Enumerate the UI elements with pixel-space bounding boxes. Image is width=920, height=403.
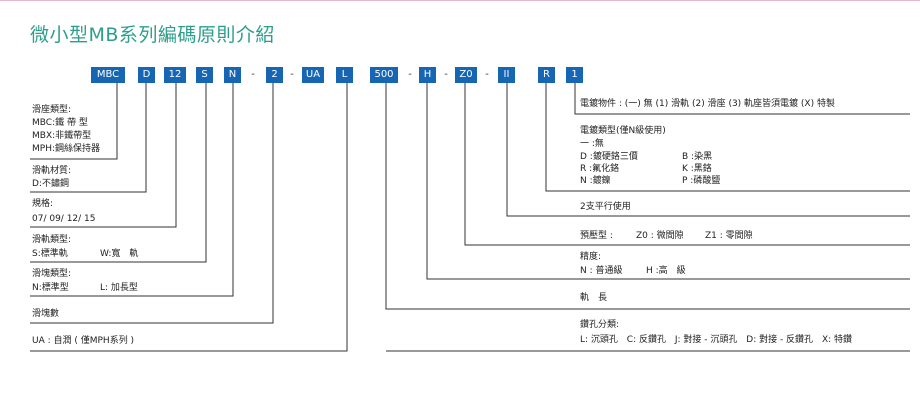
plating-type-option: B :染黑: [682, 152, 713, 162]
slider-type-option: MBC:鐵 帶 型: [32, 118, 88, 128]
rails-label: 2支平行使用: [580, 202, 631, 212]
rail-material-option: D:不鏽鋼: [32, 179, 69, 189]
connector-size: [30, 83, 177, 228]
connector-rail-type: [30, 83, 207, 263]
slider-type-option: MPH:鋼絲保持器: [32, 144, 100, 154]
slider-type-option: MBX:非鐵帶型: [32, 131, 92, 141]
connector-rails: [506, 83, 910, 217]
hole-option: X: 特鑽: [821, 335, 852, 345]
hole-title: 鑽孔分類:: [580, 320, 620, 330]
plating-type-option: K :黑鉻: [682, 164, 712, 174]
hole-options: L: 沉頭孔 C: 反鑽孔 J: 對接 - 沉頭孔 D: 對接 - 反鑽孔 X:…: [580, 334, 852, 346]
code-box-size: 12: [164, 67, 186, 83]
connector-accuracy: [426, 83, 910, 280]
plating-type-option: 一 :無: [580, 139, 604, 149]
code-box-series: MBC: [91, 67, 125, 83]
connector-preload: [464, 83, 910, 246]
connector-series: [30, 83, 118, 160]
plating-type-option: D :鍍硬鉻三價: [580, 152, 638, 162]
hole-option: L: 沉頭孔: [580, 335, 618, 345]
connector-ua: [30, 83, 348, 352]
preload-title: 預壓型 :: [580, 231, 613, 241]
slider-type-title: 滑座類型:: [32, 105, 72, 115]
accuracy-option: N : 普通級: [580, 266, 623, 276]
plating-type-title: 電鍍類型(僅N級使用): [580, 126, 666, 136]
code-box-rails: II: [498, 67, 515, 83]
hole-option: D: 對接 - 反鑽孔: [746, 335, 814, 345]
code-box-rail-type: S: [196, 67, 213, 83]
accuracy-title: 精度:: [580, 252, 602, 262]
code-box-plating-parts: 1: [566, 67, 583, 83]
connector-material: [30, 83, 147, 193]
code-box-length: 500: [370, 67, 398, 83]
code-separator: -: [408, 69, 412, 80]
code-box-block-count: 2: [266, 67, 283, 83]
ua-label: UA : 自潤 ( 僅MPH系列 ): [32, 336, 135, 346]
plating-type-option: N :鍍鎳: [580, 176, 611, 186]
preload-option: Z1 : 零間隙: [705, 231, 753, 241]
code-box-accuracy: H: [419, 67, 436, 83]
accuracy-option: H :高 級: [646, 266, 686, 276]
block-count-label: 滑塊數: [32, 309, 60, 319]
plating-type-option: R :氟化鉻: [580, 164, 620, 174]
code-box-plating-type: R: [538, 67, 555, 83]
code-separator: -: [485, 69, 489, 80]
code-box-hole: L: [336, 67, 353, 83]
plating-type-option: P :磷酸鹽: [682, 176, 721, 186]
block-type-option: N:標準型: [32, 283, 69, 293]
code-separator: -: [251, 69, 255, 80]
connector-plating-type: [545, 83, 910, 192]
size-options: 07/ 09/ 12/ 15: [32, 214, 96, 224]
hole-option: C: 反鑽孔: [626, 335, 666, 345]
connector-plating-parts: [574, 83, 910, 115]
page-title: 微小型MB系列編碼原則介紹: [30, 24, 275, 46]
code-box-material: D: [138, 67, 155, 83]
rail-type-option: S:標準軌: [32, 249, 68, 259]
connector-block-count: [30, 83, 274, 324]
connector-block-type: [30, 83, 234, 297]
top-rule: [0, 0, 920, 1]
hole-option: J: 對接 - 沉頭孔: [674, 335, 738, 345]
block-type-title: 滑塊類型:: [32, 269, 72, 279]
code-box-block-type: N: [224, 67, 241, 83]
plating-parts-label: 電鍍物件 : (一) 無 (1) 滑軌 (2) 滑座 (3) 軌座皆須電鍍 (X…: [580, 99, 835, 109]
rail-material-title: 滑軌材質:: [32, 166, 72, 176]
size-title: 規格:: [32, 199, 54, 209]
code-separator: -: [444, 69, 448, 80]
code-box-ua: UA: [302, 67, 324, 83]
rail-length-label: 軌 長: [580, 293, 608, 303]
rail-type-option: W:寬 軌: [100, 249, 139, 259]
block-type-option: L: 加長型: [100, 283, 138, 293]
connector-length: [385, 83, 910, 310]
code-separator: -: [290, 69, 294, 80]
rail-type-title: 滑軌類型:: [32, 235, 72, 245]
code-box-preload: Z0: [455, 67, 477, 83]
preload-option: Z0 : 微間隙: [636, 231, 684, 241]
